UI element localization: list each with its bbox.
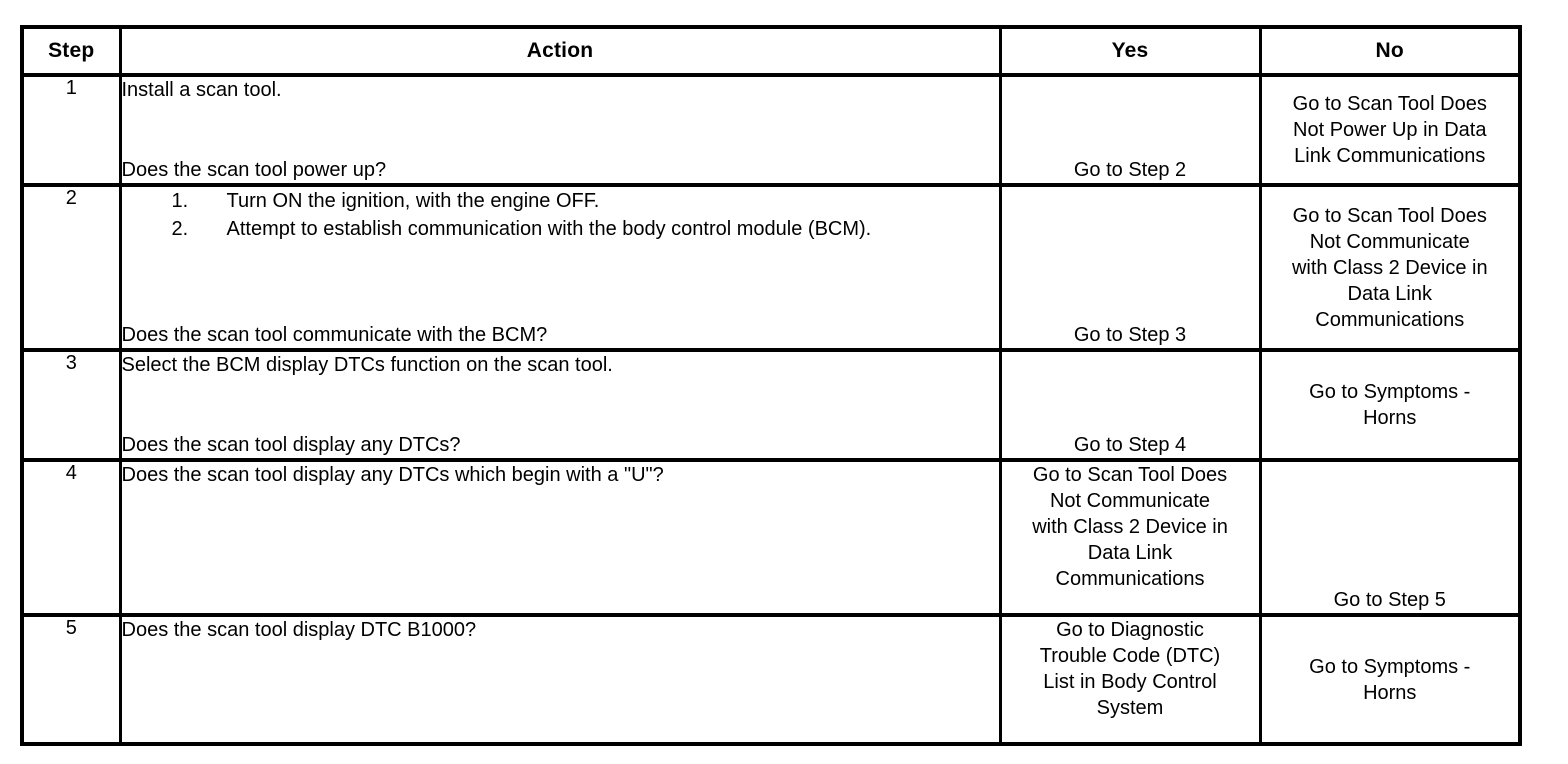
table-row: 3 Select the BCM display DTCs function o…: [20, 348, 1522, 462]
no-line: Link Communications: [1294, 145, 1486, 167]
action-list-marker: 1.: [171, 190, 189, 212]
no-line: Not Communicate: [1309, 230, 1470, 253]
yes-cell: Go to Diagnostic Trouble Code (DTC) List…: [998, 613, 1262, 746]
no-text: Go to Step 5: [1333, 589, 1446, 611]
action-list-text: Turn ON the ignition, with the engine OF…: [226, 190, 600, 212]
column-header-action: Action: [118, 25, 1002, 77]
no-text: Go to Scan Tool Does Not Communicate wit…: [1262, 203, 1519, 333]
yes-text: Go to Step 4: [1073, 434, 1187, 456]
yes-line: List in Body Control: [1043, 671, 1217, 693]
no-line: Communications: [1315, 308, 1465, 331]
step-number: 3: [20, 348, 122, 462]
yes-text: Go to Step 2: [1073, 159, 1187, 181]
step-number: 1: [20, 73, 122, 187]
yes-line: Data Link: [1087, 542, 1173, 564]
no-line: Not Power Up in Data: [1293, 119, 1487, 141]
yes-line: System: [1096, 697, 1164, 719]
table-row: 4 Does the scan tool display any DTCs wh…: [20, 458, 1522, 617]
action-lead-text: Select the BCM display DTCs function on …: [121, 354, 613, 376]
table-row: 5 Does the scan tool display DTC B1000? …: [20, 613, 1522, 746]
column-header-step: Step: [20, 25, 122, 77]
action-lead-text: Does the scan tool display DTC B1000?: [121, 619, 477, 641]
no-cell: Go to Symptoms - Horns: [1258, 348, 1522, 462]
no-line: Horns: [1363, 407, 1417, 429]
yes-text: Go to Step 3: [1073, 324, 1187, 346]
no-text: Go to Symptoms - Horns: [1262, 379, 1519, 431]
action-lead-text: Install a scan tool.: [121, 79, 282, 101]
step-number: 2: [20, 183, 122, 352]
table-row: 2 1. Turn ON the ignition, with the engi…: [20, 183, 1522, 352]
no-line: Go to Scan Tool Does: [1292, 93, 1487, 115]
yes-cell: Go to Step 3: [998, 183, 1262, 352]
no-line: Go to Symptoms -: [1309, 655, 1471, 678]
yes-line: Communications: [1055, 568, 1205, 590]
no-line: Data Link: [1347, 282, 1433, 305]
action-cell: 1. Turn ON the ignition, with the engine…: [118, 183, 1002, 352]
yes-cell: Go to Step 4: [998, 348, 1262, 462]
action-list-marker: 2.: [171, 217, 189, 240]
action-cell: Does the scan tool display any DTCs whic…: [118, 458, 1002, 617]
no-cell: Go to Step 5: [1258, 458, 1522, 617]
action-cell: Does the scan tool display DTC B1000?: [118, 613, 1002, 746]
action-question-text: Does the scan tool power up?: [121, 158, 387, 181]
action-cell: Install a scan tool. Does the scan tool …: [118, 73, 1002, 187]
yes-cell: Go to Step 2: [998, 73, 1262, 187]
yes-text: Go to Diagnostic Trouble Code (DTC) List…: [1002, 617, 1259, 721]
no-cell: Go to Scan Tool Does Not Communicate wit…: [1258, 183, 1522, 352]
step-number: 5: [20, 613, 122, 746]
no-line: Go to Symptoms -: [1309, 381, 1471, 403]
yes-cell: Go to Scan Tool Does Not Communicate wit…: [998, 458, 1262, 617]
table-header: Step Action Yes No: [20, 25, 1522, 77]
no-line: Horns: [1363, 681, 1417, 704]
no-text: Go to Scan Tool Does Not Power Up in Dat…: [1262, 91, 1519, 169]
action-lead-text: Does the scan tool display any DTCs whic…: [121, 464, 664, 486]
diagnostic-table: Step Action Yes No 1 Install a scan tool…: [20, 25, 1522, 746]
no-line: with Class 2 Device in: [1291, 256, 1488, 279]
yes-line: Trouble Code (DTC): [1039, 645, 1221, 667]
yes-text: Go to Scan Tool Does Not Communicate wit…: [1002, 462, 1259, 592]
action-question-text: Does the scan tool display any DTCs?: [121, 433, 461, 456]
no-cell: Go to Symptoms - Horns: [1258, 613, 1522, 746]
action-list-item: 2. Attempt to establish communication wi…: [122, 216, 999, 243]
yes-line: Go to Scan Tool Does: [1032, 464, 1228, 486]
action-question-text: Does the scan tool communicate with the …: [121, 323, 548, 346]
action-cell: Select the BCM display DTCs function on …: [118, 348, 1002, 462]
no-text: Go to Symptoms - Horns: [1262, 654, 1519, 706]
header-row: Step Action Yes No: [20, 25, 1522, 77]
column-header-yes: Yes: [998, 25, 1262, 77]
yes-line: with Class 2 Device in: [1032, 516, 1228, 538]
yes-line: Go to Diagnostic: [1056, 619, 1204, 641]
no-cell: Go to Scan Tool Does Not Power Up in Dat…: [1258, 73, 1522, 187]
action-step-list: 1. Turn ON the ignition, with the engine…: [122, 188, 999, 244]
column-header-no: No: [1258, 25, 1522, 77]
yes-line: Not Communicate: [1049, 490, 1211, 512]
table-row: 1 Install a scan tool. Does the scan too…: [20, 73, 1522, 187]
table-body: 1 Install a scan tool. Does the scan too…: [20, 73, 1522, 746]
no-line: Go to Scan Tool Does: [1292, 204, 1487, 227]
action-list-item: 1. Turn ON the ignition, with the engine…: [122, 188, 999, 215]
action-list-text: Attempt to establish communication with …: [226, 217, 872, 240]
step-number: 4: [20, 458, 122, 617]
